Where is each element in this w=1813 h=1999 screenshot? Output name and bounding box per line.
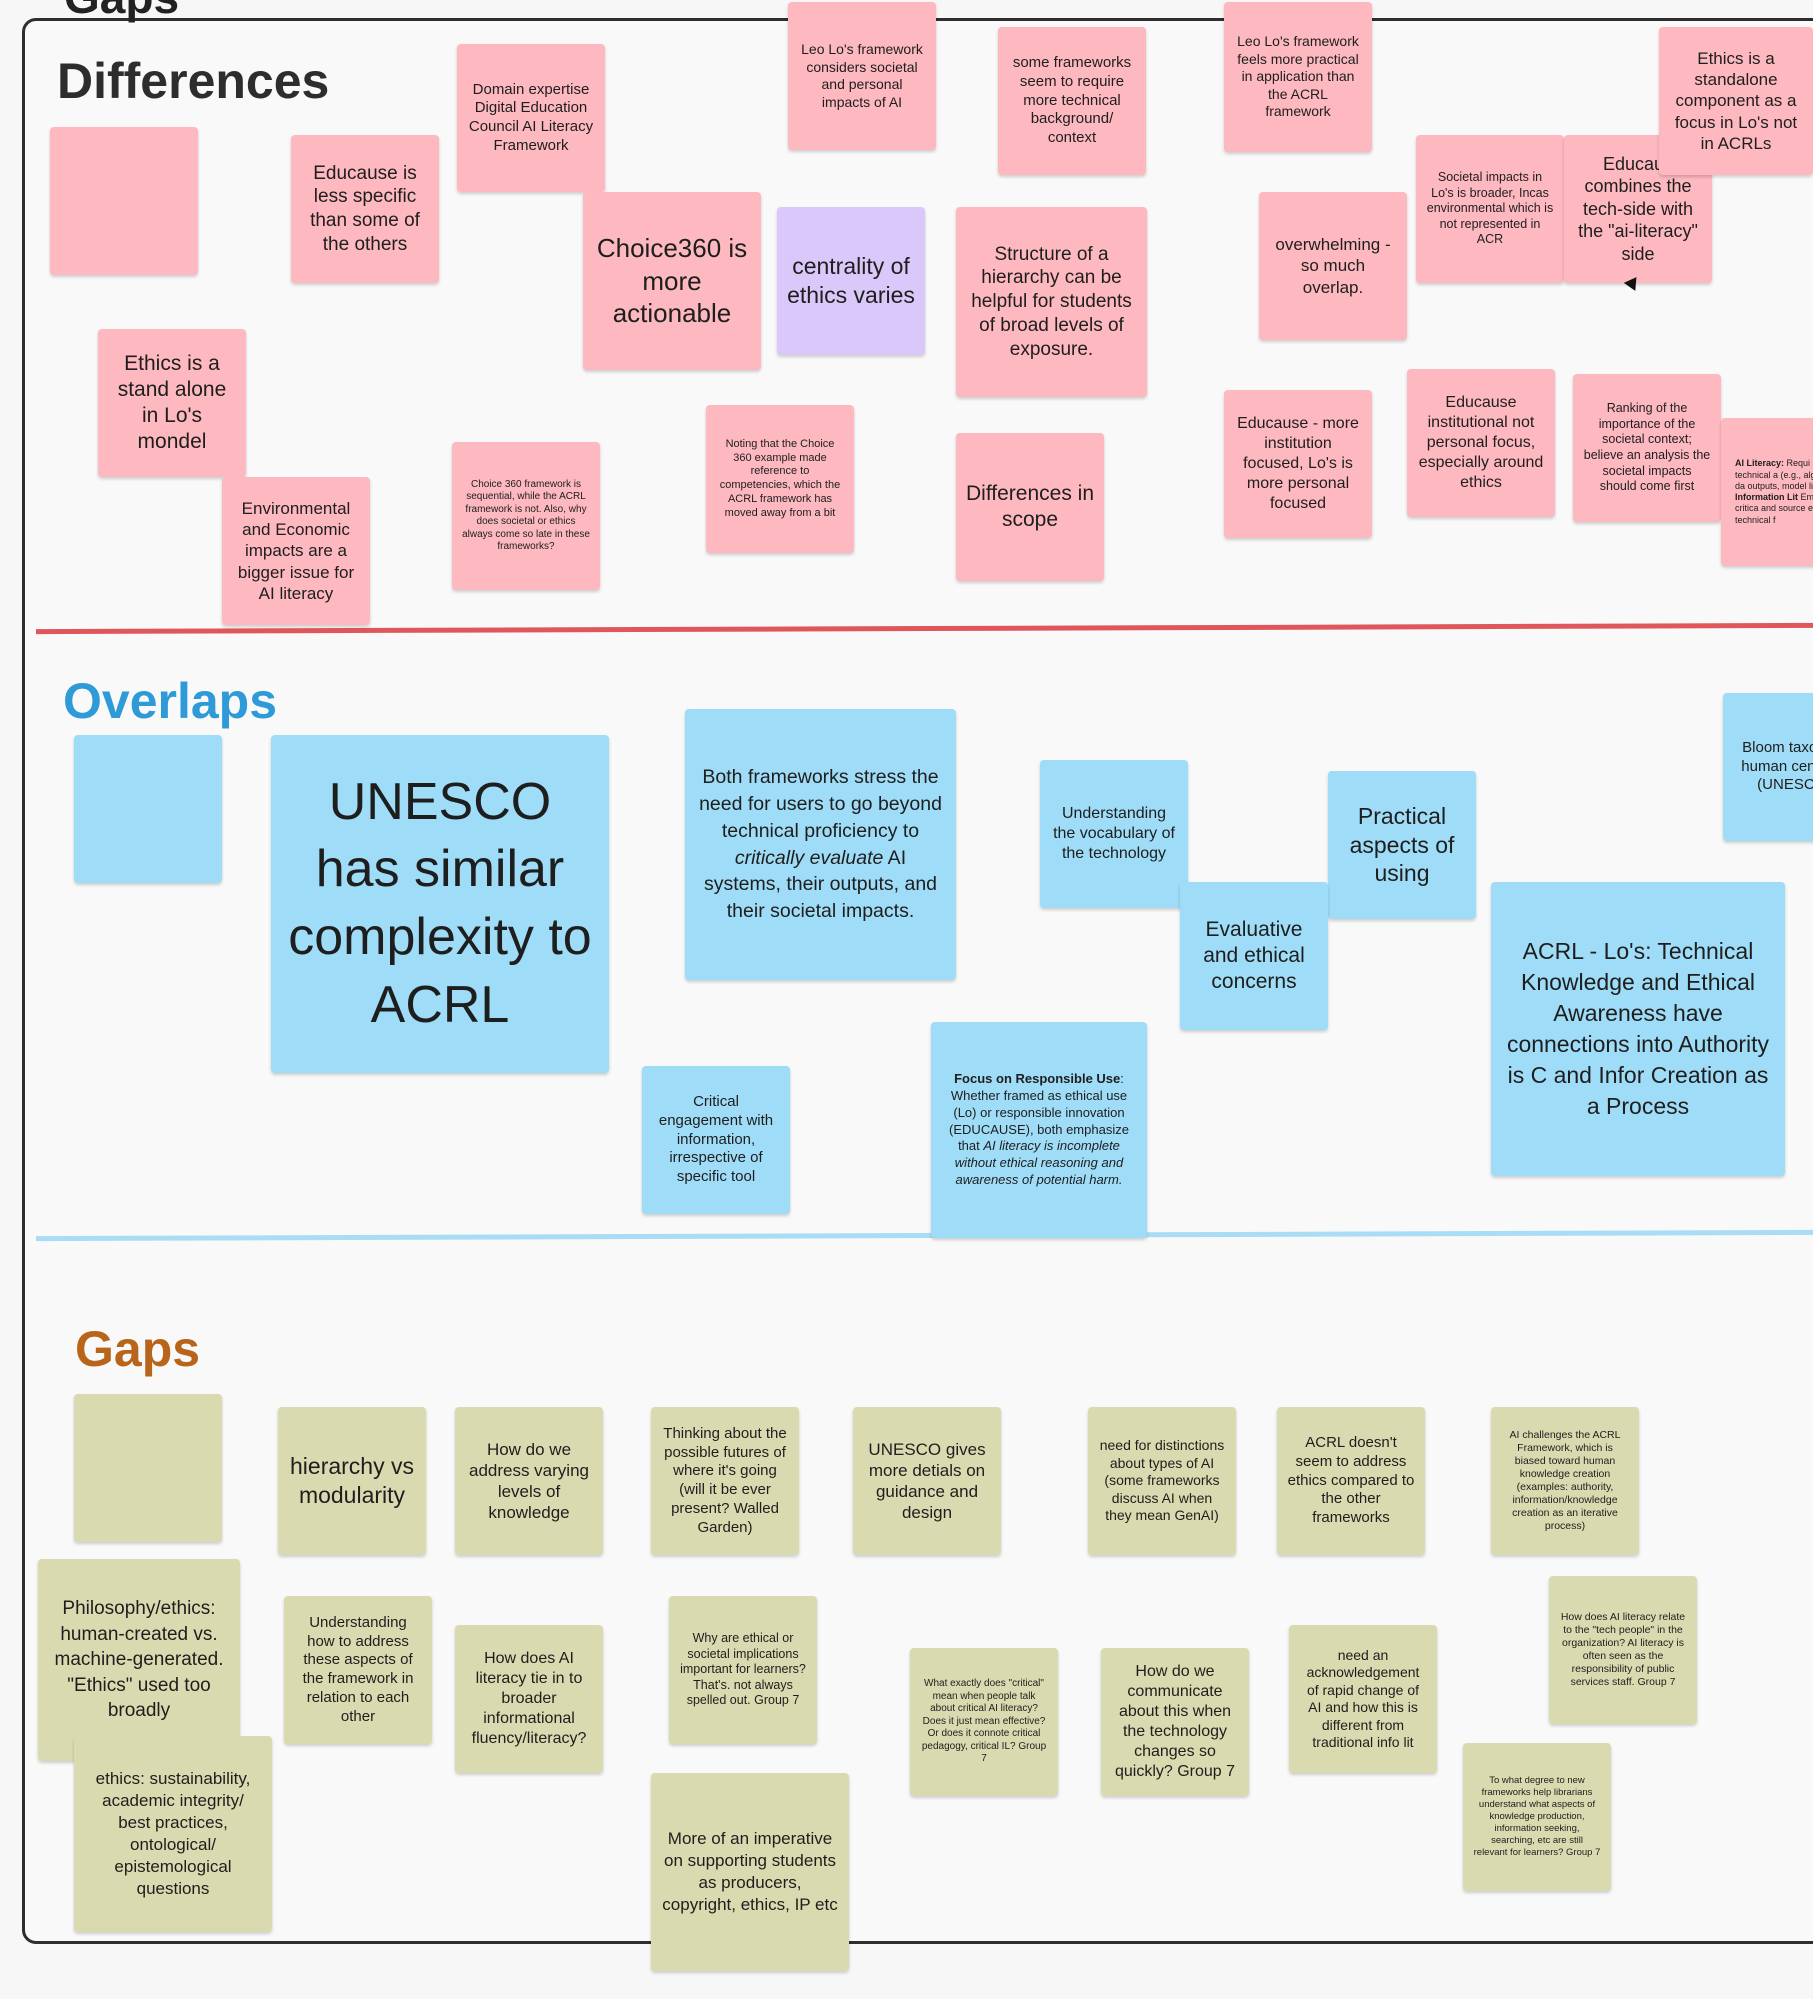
sticky-note[interactable]: Leo Lo's framework considers societal an… [788,2,936,150]
sticky-note[interactable]: Thinking about the possible futures of w… [651,1407,799,1555]
sticky-note[interactable] [74,1394,222,1542]
sticky-note[interactable]: Choice360 is more actionable [583,192,761,370]
section-title-differences: Differences [57,53,330,109]
sticky-note[interactable]: ACRL doesn't seem to address ethics comp… [1277,1407,1425,1555]
section-title-gaps: Gaps [75,1321,201,1377]
sticky-note[interactable]: Practical aspects of using [1328,771,1476,919]
sticky-note[interactable]: Environmental and Economic impacts are a… [222,477,370,625]
sticky-note[interactable]: overwhelming - so much overlap. [1259,192,1407,340]
sticky-note[interactable]: How do we address varying levels of know… [455,1407,603,1555]
sticky-note[interactable]: Understanding the vocabulary of the tech… [1040,760,1188,908]
sticky-note[interactable]: Differences in scope [956,433,1104,581]
sticky-note[interactable]: Both frameworks stress the need for user… [685,709,956,980]
sticky-note[interactable]: Ethics is a stand alone in Lo's mondel [98,329,246,477]
sticky-note[interactable]: ACRL - Lo's: Technical Knowledge and Eth… [1491,882,1785,1176]
sticky-note[interactable]: Societal impacts in Lo's is broader, Inc… [1416,135,1564,283]
sticky-note[interactable]: need an acknowledgement of rapid change … [1289,1625,1437,1773]
sticky-note[interactable]: How do we communicate about this when th… [1101,1648,1249,1796]
sticky-note[interactable]: ethics: sustainability, academic integri… [74,1736,272,1932]
sticky-note[interactable]: How does AI literacy relate to the "tech… [1549,1576,1697,1724]
sticky-note[interactable]: UNESCO has similar complexity to ACRL [271,735,609,1073]
sticky-note[interactable]: Choice 360 framework is sequential, whil… [452,442,600,590]
sticky-note[interactable]: AI Literacy: Requi level of technical a … [1721,418,1813,566]
sticky-note[interactable]: some frameworks seem to require more tec… [998,27,1146,175]
sticky-note[interactable]: Domain expertise Digital Education Counc… [457,44,605,192]
sticky-note[interactable]: Philosophy/ethics: human-created vs. mac… [38,1559,240,1761]
sticky-note[interactable]: Ranking of the importance of the societa… [1573,374,1721,522]
section-title-overlaps: Overlaps [63,673,278,729]
sticky-note[interactable]: Critical engagement with information, ir… [642,1066,790,1214]
sticky-note[interactable]: Noting that the Choice 360 example made … [706,405,854,553]
sticky-note[interactable]: Educause - more institution focused, Lo'… [1224,390,1372,538]
sticky-note[interactable] [50,127,198,275]
sticky-note[interactable]: Leo Lo's framework feels more practical … [1224,2,1372,152]
sticky-note[interactable]: What exactly does "critical" mean when p… [910,1648,1058,1796]
sticky-note[interactable]: need for distinctions about types of AI … [1088,1407,1236,1555]
sticky-note[interactable]: Ethics is a standalone component as a fo… [1659,27,1813,175]
sticky-note[interactable]: Evaluative and ethical concerns [1180,882,1328,1030]
sticky-note[interactable]: AI challenges the ACRL Framework, which … [1491,1407,1639,1555]
sticky-note[interactable]: More of an imperative on supporting stud… [651,1773,849,1971]
sticky-note[interactable]: Bloom taxonomy human centeredr (UNESCO a [1723,693,1813,841]
sticky-note[interactable]: Focus on Responsible Use: Whether framed… [931,1022,1147,1238]
sticky-note[interactable] [74,735,222,883]
sticky-note[interactable]: UNESCO gives more detials on guidance an… [853,1407,1001,1555]
sticky-note[interactable]: hierarchy vs modularity [278,1407,426,1555]
sticky-note[interactable]: Structure of a hierarchy can be helpful … [956,207,1147,397]
sticky-note[interactable]: Educause institutional not personal focu… [1407,369,1555,517]
sticky-note[interactable]: To what degree to new frameworks help li… [1463,1743,1611,1891]
sticky-note[interactable]: Understanding how to address these aspec… [284,1596,432,1744]
sticky-note[interactable]: centrality of ethics varies [777,207,925,355]
sticky-note[interactable]: Educause is less specific than some of t… [291,135,439,283]
sticky-note[interactable]: Why are ethical or societal implications… [669,1596,817,1744]
top-section-title: Gaps [64,0,179,24]
sticky-note[interactable]: How does AI literacy tie in to broader i… [455,1625,603,1773]
